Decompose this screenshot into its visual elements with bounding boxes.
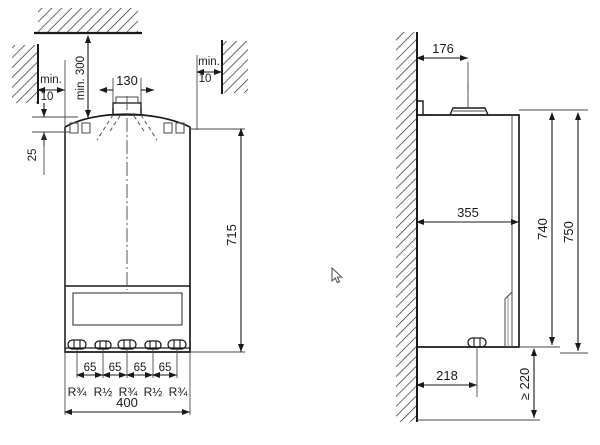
dimension-218: 218 bbox=[416, 368, 477, 388]
boiler-front-body bbox=[64, 96, 191, 353]
dimension-min-10-right: min. 10 bbox=[196, 55, 222, 130]
ceiling-hatch bbox=[34, 8, 142, 35]
boiler-side-body bbox=[417, 82, 520, 397]
pipe-label-5: R¾ bbox=[169, 385, 189, 399]
wall-mounting-bracket bbox=[417, 100, 432, 116]
dim-min-300-label: min. 300 bbox=[75, 56, 87, 100]
dimension-740: 740 bbox=[519, 109, 560, 348]
side-wall-hatch bbox=[396, 32, 418, 422]
pipe-label-2: R½ bbox=[94, 385, 113, 399]
dim-min-right-value: 10 bbox=[199, 73, 212, 85]
pipe-label-3: R¾ bbox=[119, 385, 139, 399]
left-wall-hatch bbox=[12, 44, 39, 104]
dimension-min-10-left: min. 10 bbox=[37, 60, 66, 352]
dimension-715: 715 bbox=[190, 128, 245, 353]
dim-min-220-label: ≥ 220 bbox=[517, 368, 532, 400]
right-wall-hatch bbox=[221, 40, 248, 94]
dimension-min-300: min. 300 bbox=[75, 35, 91, 118]
pipe-thread-labels: R¾ R½ R¾ R½ R¾ bbox=[68, 385, 189, 399]
dim-65-2: 65 bbox=[109, 362, 122, 374]
dim-130-label: 130 bbox=[116, 73, 138, 88]
dim-65-4: 65 bbox=[159, 362, 172, 374]
pipe-label-4: R½ bbox=[144, 385, 163, 399]
dim-176-label: 176 bbox=[432, 41, 454, 56]
dimension-130: 130 bbox=[99, 73, 154, 108]
dim-min-left-value: 10 bbox=[41, 91, 54, 103]
dimension-400: 400 bbox=[64, 352, 191, 415]
dimension-min-220: ≥ 220 bbox=[417, 346, 540, 421]
side-view: 176 355 740 750 218 bbox=[396, 32, 588, 422]
dim-65-3: 65 bbox=[134, 362, 147, 374]
dim-740-label: 740 bbox=[535, 218, 550, 240]
dim-min-right-prefix: min. bbox=[198, 56, 220, 68]
dim-min-left-prefix: min. bbox=[40, 74, 62, 86]
dim-355-label: 355 bbox=[457, 205, 479, 220]
front-view: 65 65 65 65 R¾ R½ R¾ R½ R¾ 400 min. 300 bbox=[12, 8, 248, 415]
mouse-pointer-icon bbox=[331, 266, 343, 284]
dimension-750: 750 bbox=[560, 109, 588, 354]
dimension-65-chain: 65 65 65 65 bbox=[76, 362, 177, 378]
dimension-176: 176 bbox=[416, 41, 469, 100]
dim-25-label: 25 bbox=[27, 149, 39, 162]
dimension-355: 355 bbox=[416, 205, 519, 225]
dim-65-1: 65 bbox=[84, 362, 97, 374]
dim-715-label: 715 bbox=[224, 224, 239, 246]
dim-750-label: 750 bbox=[561, 221, 576, 243]
dim-218-label: 218 bbox=[436, 368, 458, 383]
dim-400-label: 400 bbox=[116, 395, 138, 410]
side-pipe-connector bbox=[467, 337, 487, 348]
dimension-25: 25 bbox=[27, 103, 78, 175]
pipe-label-1: R¾ bbox=[68, 385, 88, 399]
